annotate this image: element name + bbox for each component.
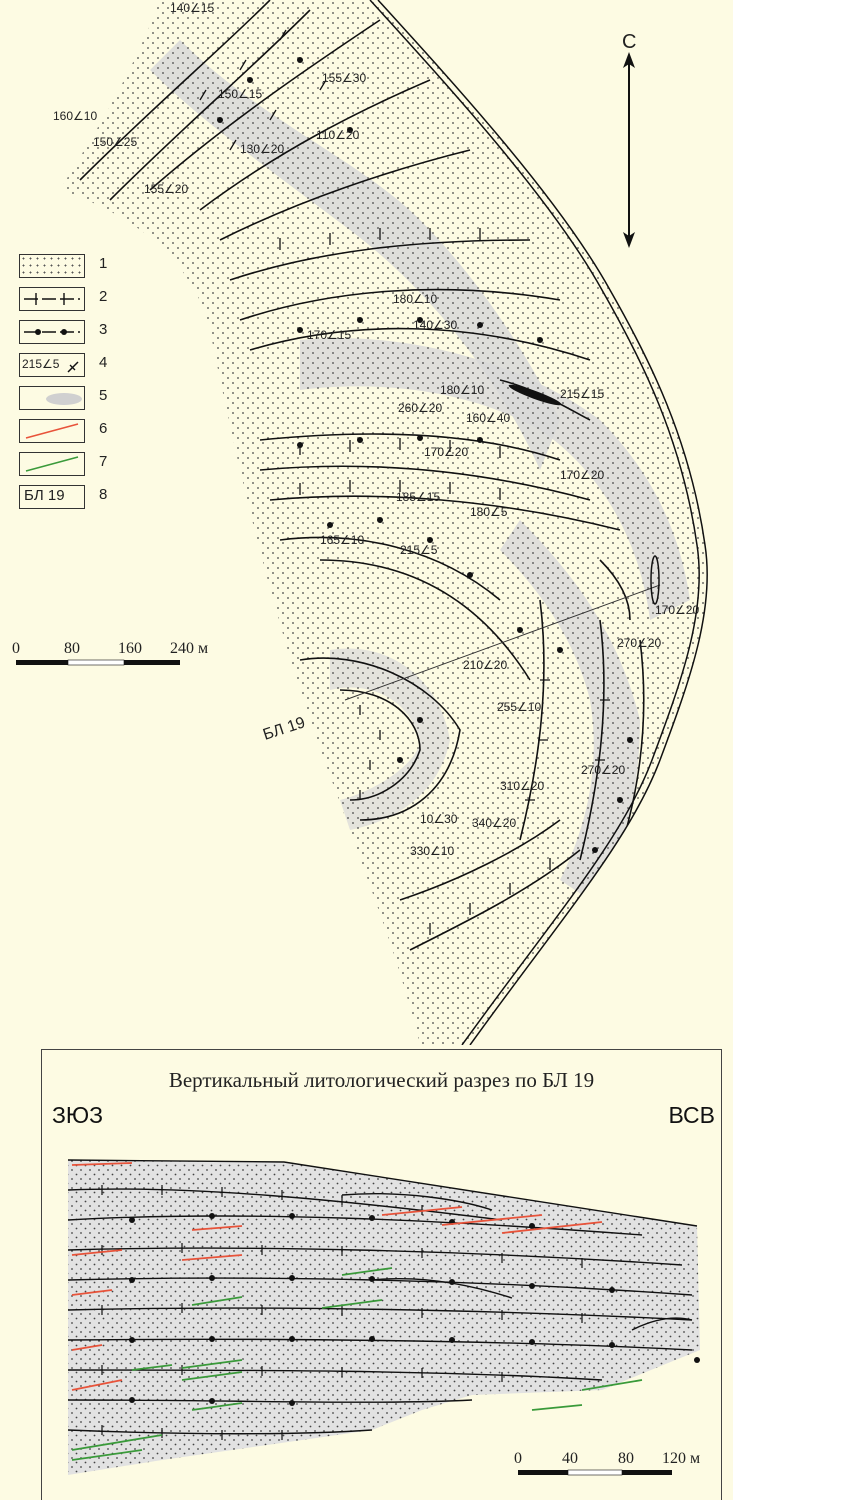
scale-tick-label: 40 <box>562 1450 578 1467</box>
direction-left: ЗЮЗ <box>52 1102 104 1128</box>
legend-item-dotted-sand: 1 <box>19 254 139 287</box>
legend-number: 8 <box>99 486 108 503</box>
attitude-label: 270∠20 <box>581 763 625 777</box>
attitude-label: 310∠20 <box>500 779 544 793</box>
attitude-label: 160∠10 <box>53 109 97 123</box>
profile-label: БЛ 19 <box>261 714 307 744</box>
legend-item-dot-dash: 3 <box>19 320 139 353</box>
legend-item-red-line: 6 <box>19 419 139 452</box>
dot-markers <box>217 57 633 853</box>
attitude-label: 170∠20 <box>424 445 468 459</box>
scale-tick-label: 160 <box>118 640 142 657</box>
profile-box-swatch: БЛ 19 <box>19 485 85 509</box>
section-bedding <box>67 1188 693 1435</box>
green-line-swatch <box>19 452 85 476</box>
legend-number: 2 <box>99 288 108 305</box>
map-body <box>60 0 708 1045</box>
north-arrow: С <box>622 31 636 248</box>
attitude-label: 110∠20 <box>316 128 360 142</box>
attitude-label: 170∠20 <box>655 603 699 617</box>
legend-number: 5 <box>99 387 108 404</box>
section-red-lines <box>71 1162 603 1391</box>
scale-tick-label: 0 <box>514 1450 522 1467</box>
attitude-label: 340∠20 <box>472 816 516 830</box>
attitude-label: 330∠10 <box>410 844 454 858</box>
attitude-label: 140∠30 <box>413 318 457 332</box>
road-outer <box>377 0 708 1045</box>
section-fill <box>67 1159 700 1475</box>
section-cross-ticks <box>101 1185 583 1440</box>
north-label: С <box>622 31 636 53</box>
legend-item-green-line: 7 <box>19 452 139 485</box>
attitude-label: 130∠20 <box>240 142 284 156</box>
road-inner <box>369 0 700 1045</box>
scale-tick-label: 240 м <box>170 640 209 657</box>
scale-tick-label: 120 м <box>662 1450 701 1467</box>
legend-item-shading: 5 <box>19 386 139 419</box>
scale-tick-label: 0 <box>12 640 20 657</box>
legend-number: 3 <box>99 321 108 338</box>
map-scale-bar: 0 80 160 240 м <box>12 640 222 676</box>
section-title: Вертикальный литологический разрез по БЛ… <box>168 1068 595 1092</box>
attitude-swatch: 215∠5 <box>19 353 85 377</box>
scale-tick-label: 80 <box>64 640 80 657</box>
direction-right: ВСВ <box>668 1102 715 1128</box>
section-scale-bar: 0 40 80 120 м <box>514 1450 714 1486</box>
dotted-sand-swatch <box>19 254 85 278</box>
attitude-labels: 140∠15 155∠30 150∠15 160∠10 110∠20 130∠2… <box>53 1 699 858</box>
cross-dash-swatch <box>19 287 85 311</box>
bedding-lines <box>79 0 645 951</box>
attitude-sample: 215∠5 <box>22 357 60 371</box>
attitude-label: 260∠20 <box>398 401 442 415</box>
attitude-label: 180∠10 <box>393 292 437 306</box>
legend-number: 1 <box>99 255 108 272</box>
scale-tick-label: 80 <box>618 1450 634 1467</box>
legend-number: 6 <box>99 420 108 437</box>
attitude-label: 270∠20 <box>617 636 661 650</box>
attitude-label: 180∠5 <box>470 505 508 519</box>
attitude-label: 215∠15 <box>560 387 604 401</box>
attitude-label: 215∠5 <box>400 543 438 557</box>
legend-item-attitude: 215∠5 4 <box>19 353 139 386</box>
attitude-label: 160∠40 <box>466 411 510 425</box>
cross-ticks <box>199 29 610 935</box>
attitude-label: 255∠10 <box>497 700 541 714</box>
legend-item-cross-dash: 2 <box>19 287 139 320</box>
attitude-label: 150∠15 <box>218 87 262 101</box>
map-legend: 1 2 3 215∠5 4 5 6 7 <box>19 254 139 518</box>
section-green-lines <box>71 1267 643 1461</box>
attitude-label: 155∠20 <box>144 182 188 196</box>
attitude-label: 150∠25 <box>93 135 137 149</box>
shading-swatch <box>19 386 85 410</box>
dot-dash-swatch <box>19 320 85 344</box>
attitude-label: 140∠15 <box>170 1 214 15</box>
attitude-label: 180∠10 <box>440 383 484 397</box>
attitude-label: 170∠20 <box>560 468 604 482</box>
attitude-label: 185∠15 <box>396 490 440 504</box>
geologic-map: С БЛ 19 140∠15 155∠30 150∠15 160∠10 110∠… <box>53 0 708 1045</box>
legend-number: 7 <box>99 453 108 470</box>
attitude-label: 155∠30 <box>322 71 366 85</box>
attitude-label: 165∠10 <box>320 533 364 547</box>
section-drawing <box>67 1159 700 1475</box>
legend-item-profile-box: БЛ 19 8 <box>19 485 139 518</box>
vertical-section-panel: Вертикальный литологический разрез по БЛ… <box>41 1049 722 1500</box>
attitude-label: 210∠20 <box>463 658 507 672</box>
profile-line <box>344 584 661 701</box>
attitude-label: 10∠30 <box>420 812 458 826</box>
profile-box-text: БЛ 19 <box>24 487 65 504</box>
legend-number: 4 <box>99 354 108 371</box>
red-line-swatch <box>19 419 85 443</box>
attitude-label: 170∠15 <box>307 328 351 342</box>
